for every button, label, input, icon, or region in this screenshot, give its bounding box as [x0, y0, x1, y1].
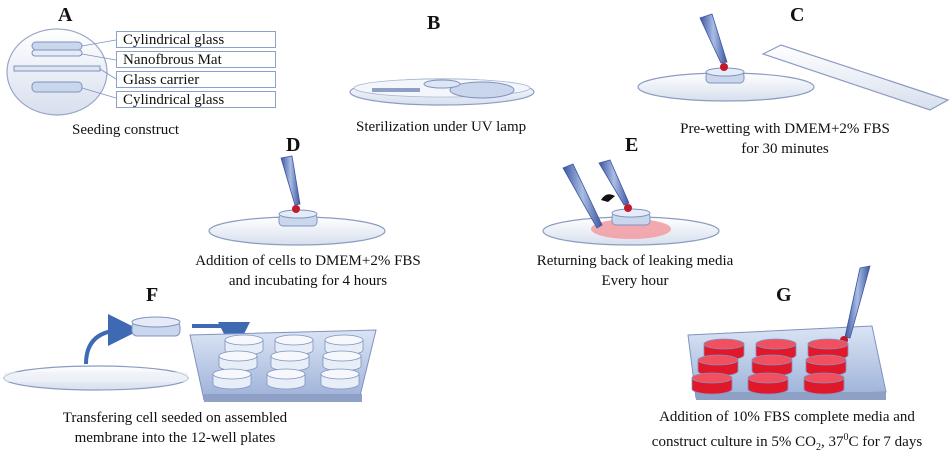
plate-f-well-r2c3	[322, 350, 362, 372]
caption-g-line2-post: C for 7 days	[848, 434, 923, 450]
legend-nanofibrous-mat: Nanofbrous Mat	[116, 51, 276, 68]
panel-c-dish	[637, 13, 950, 111]
panel-letter-e: E	[625, 134, 639, 156]
panel-a-construct	[6, 28, 117, 116]
panel-letter-a: A	[58, 4, 73, 26]
caption-g-co2-subscript: 2	[815, 442, 821, 453]
panel-d-dish	[208, 155, 386, 246]
plate-g-well-r3c1	[691, 372, 733, 395]
plate-g-well-r3c2	[747, 372, 789, 395]
legend-cylindrical-glass-top: Cylindrical glass	[116, 31, 276, 48]
plate-g-well-r3c3	[803, 372, 845, 395]
legend-cylindrical-glass-bottom: Cylindrical glass	[116, 91, 276, 108]
panel-e-dish	[542, 159, 720, 246]
caption-d-line2: and incubating for 4 hours	[228, 273, 388, 289]
plate-f-well-r3c1	[212, 368, 252, 390]
caption-g-line1: Addition of 10% FBS complete media and	[659, 409, 915, 425]
panel-letter-d: D	[286, 134, 301, 156]
caption-f-line2: membrane into the 12-well plates	[74, 430, 276, 446]
caption-e-line2: Every hour	[601, 273, 669, 289]
panel-f-scene	[3, 314, 377, 402]
panel-letter-f: F	[146, 284, 159, 306]
caption-a: Seeding construct	[72, 122, 180, 138]
caption-c-line1: Pre-wetting with DMEM+2% FBS	[680, 121, 890, 137]
panel-f-wells	[212, 334, 364, 390]
panel-letter-c: C	[790, 4, 805, 26]
caption-g-line2-pre: construct culture in 5% CO	[651, 434, 816, 450]
caption-g-line2-mid: , 37	[820, 434, 844, 450]
panel-b-dish	[349, 78, 535, 106]
caption-f-line1: Transfering cell seeded on assembled	[62, 410, 288, 426]
caption-b: Sterilization under UV lamp	[356, 119, 527, 135]
caption-g-degree-superscript: 0	[843, 432, 849, 443]
plate-f-well-r2c1	[218, 350, 258, 372]
plate-f-well-r2c2	[270, 350, 310, 372]
plate-g-well-r2c1	[697, 354, 739, 377]
legend-glass-carrier: Glass carrier	[116, 71, 276, 88]
caption-c-line2: for 30 minutes	[741, 141, 829, 157]
caption-e-line1: Returning back of leaking media	[536, 253, 734, 269]
plate-g-well-r2c2	[751, 354, 793, 377]
caption-g-line2: construct culture in 5% CO2, 370C for 7 …	[626, 428, 948, 457]
plate-f-well-r3c3	[320, 368, 360, 390]
panel-g-wells	[691, 338, 849, 395]
plate-f-well-r3c2	[266, 368, 306, 390]
panel-letter-g: G	[776, 284, 792, 306]
panel-letter-b: B	[427, 12, 441, 34]
caption-d-line1: Addition of cells to DMEM+2% FBS	[195, 253, 421, 269]
